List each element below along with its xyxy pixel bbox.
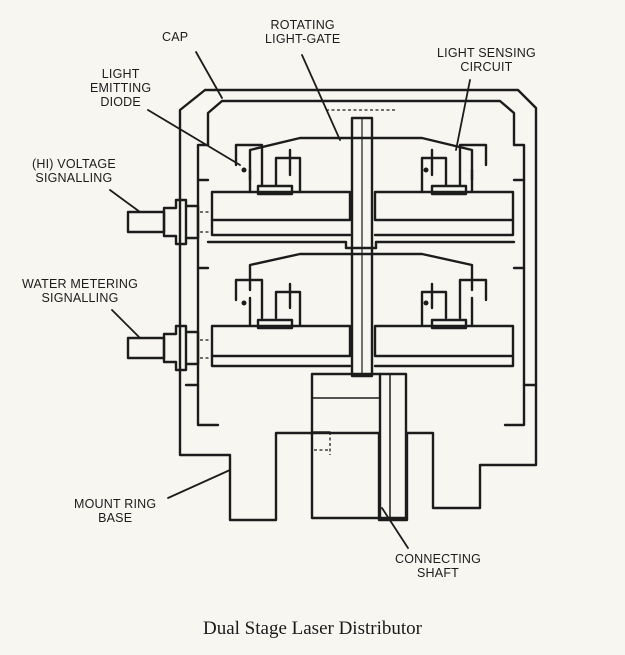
inner-wall-right <box>503 143 526 427</box>
label-hi-voltage-signalling: (HI) VOLTAGE SIGNALLING <box>32 157 116 185</box>
water-metering-connector <box>126 324 200 372</box>
label-mount-ring-base: MOUNT RING BASE <box>74 497 157 525</box>
label-connecting-shaft: CONNECTING SHAFT <box>395 552 482 580</box>
mount-ring-leader <box>167 469 231 499</box>
hi-voltage-connector <box>126 198 200 246</box>
label-light-emitting-diode: LIGHT EMITTING DIODE <box>90 67 152 109</box>
central-shaft <box>344 116 378 378</box>
inner-wall-left <box>196 143 220 427</box>
lower-right-circuit-board <box>373 324 515 358</box>
upper-light-gate <box>248 136 474 182</box>
lower-left-circuit-board <box>210 324 352 358</box>
light-gate-leader <box>301 54 341 141</box>
label-light-sensing-circuit: LIGHT SENSING CIRCUIT <box>437 46 536 74</box>
figure-caption: Dual Stage Laser Distributor <box>203 618 422 639</box>
lower-light-gate <box>248 252 474 292</box>
led-leader <box>147 109 241 166</box>
cap-leader <box>195 51 223 99</box>
upper-stage <box>206 136 516 250</box>
light-sensing-leader <box>455 79 471 151</box>
hi-voltage-leader <box>109 189 141 213</box>
housing-outline <box>178 88 538 522</box>
connecting-shaft-block <box>310 372 408 520</box>
upper-left-circuit-board <box>210 190 352 222</box>
water-metering-leader <box>111 309 141 339</box>
label-cap: CAP <box>162 30 189 44</box>
lower-stage <box>210 252 515 368</box>
upper-right-circuit-board <box>373 190 515 222</box>
cap-inner-outline <box>206 99 516 147</box>
connecting-shaft-leader <box>381 507 409 549</box>
label-rotating-light-gate: ROTATING LIGHT-GATE <box>265 18 341 46</box>
label-water-metering-signalling: WATER METERING SIGNALLING <box>22 277 138 305</box>
upper-stage-floor <box>206 240 516 250</box>
